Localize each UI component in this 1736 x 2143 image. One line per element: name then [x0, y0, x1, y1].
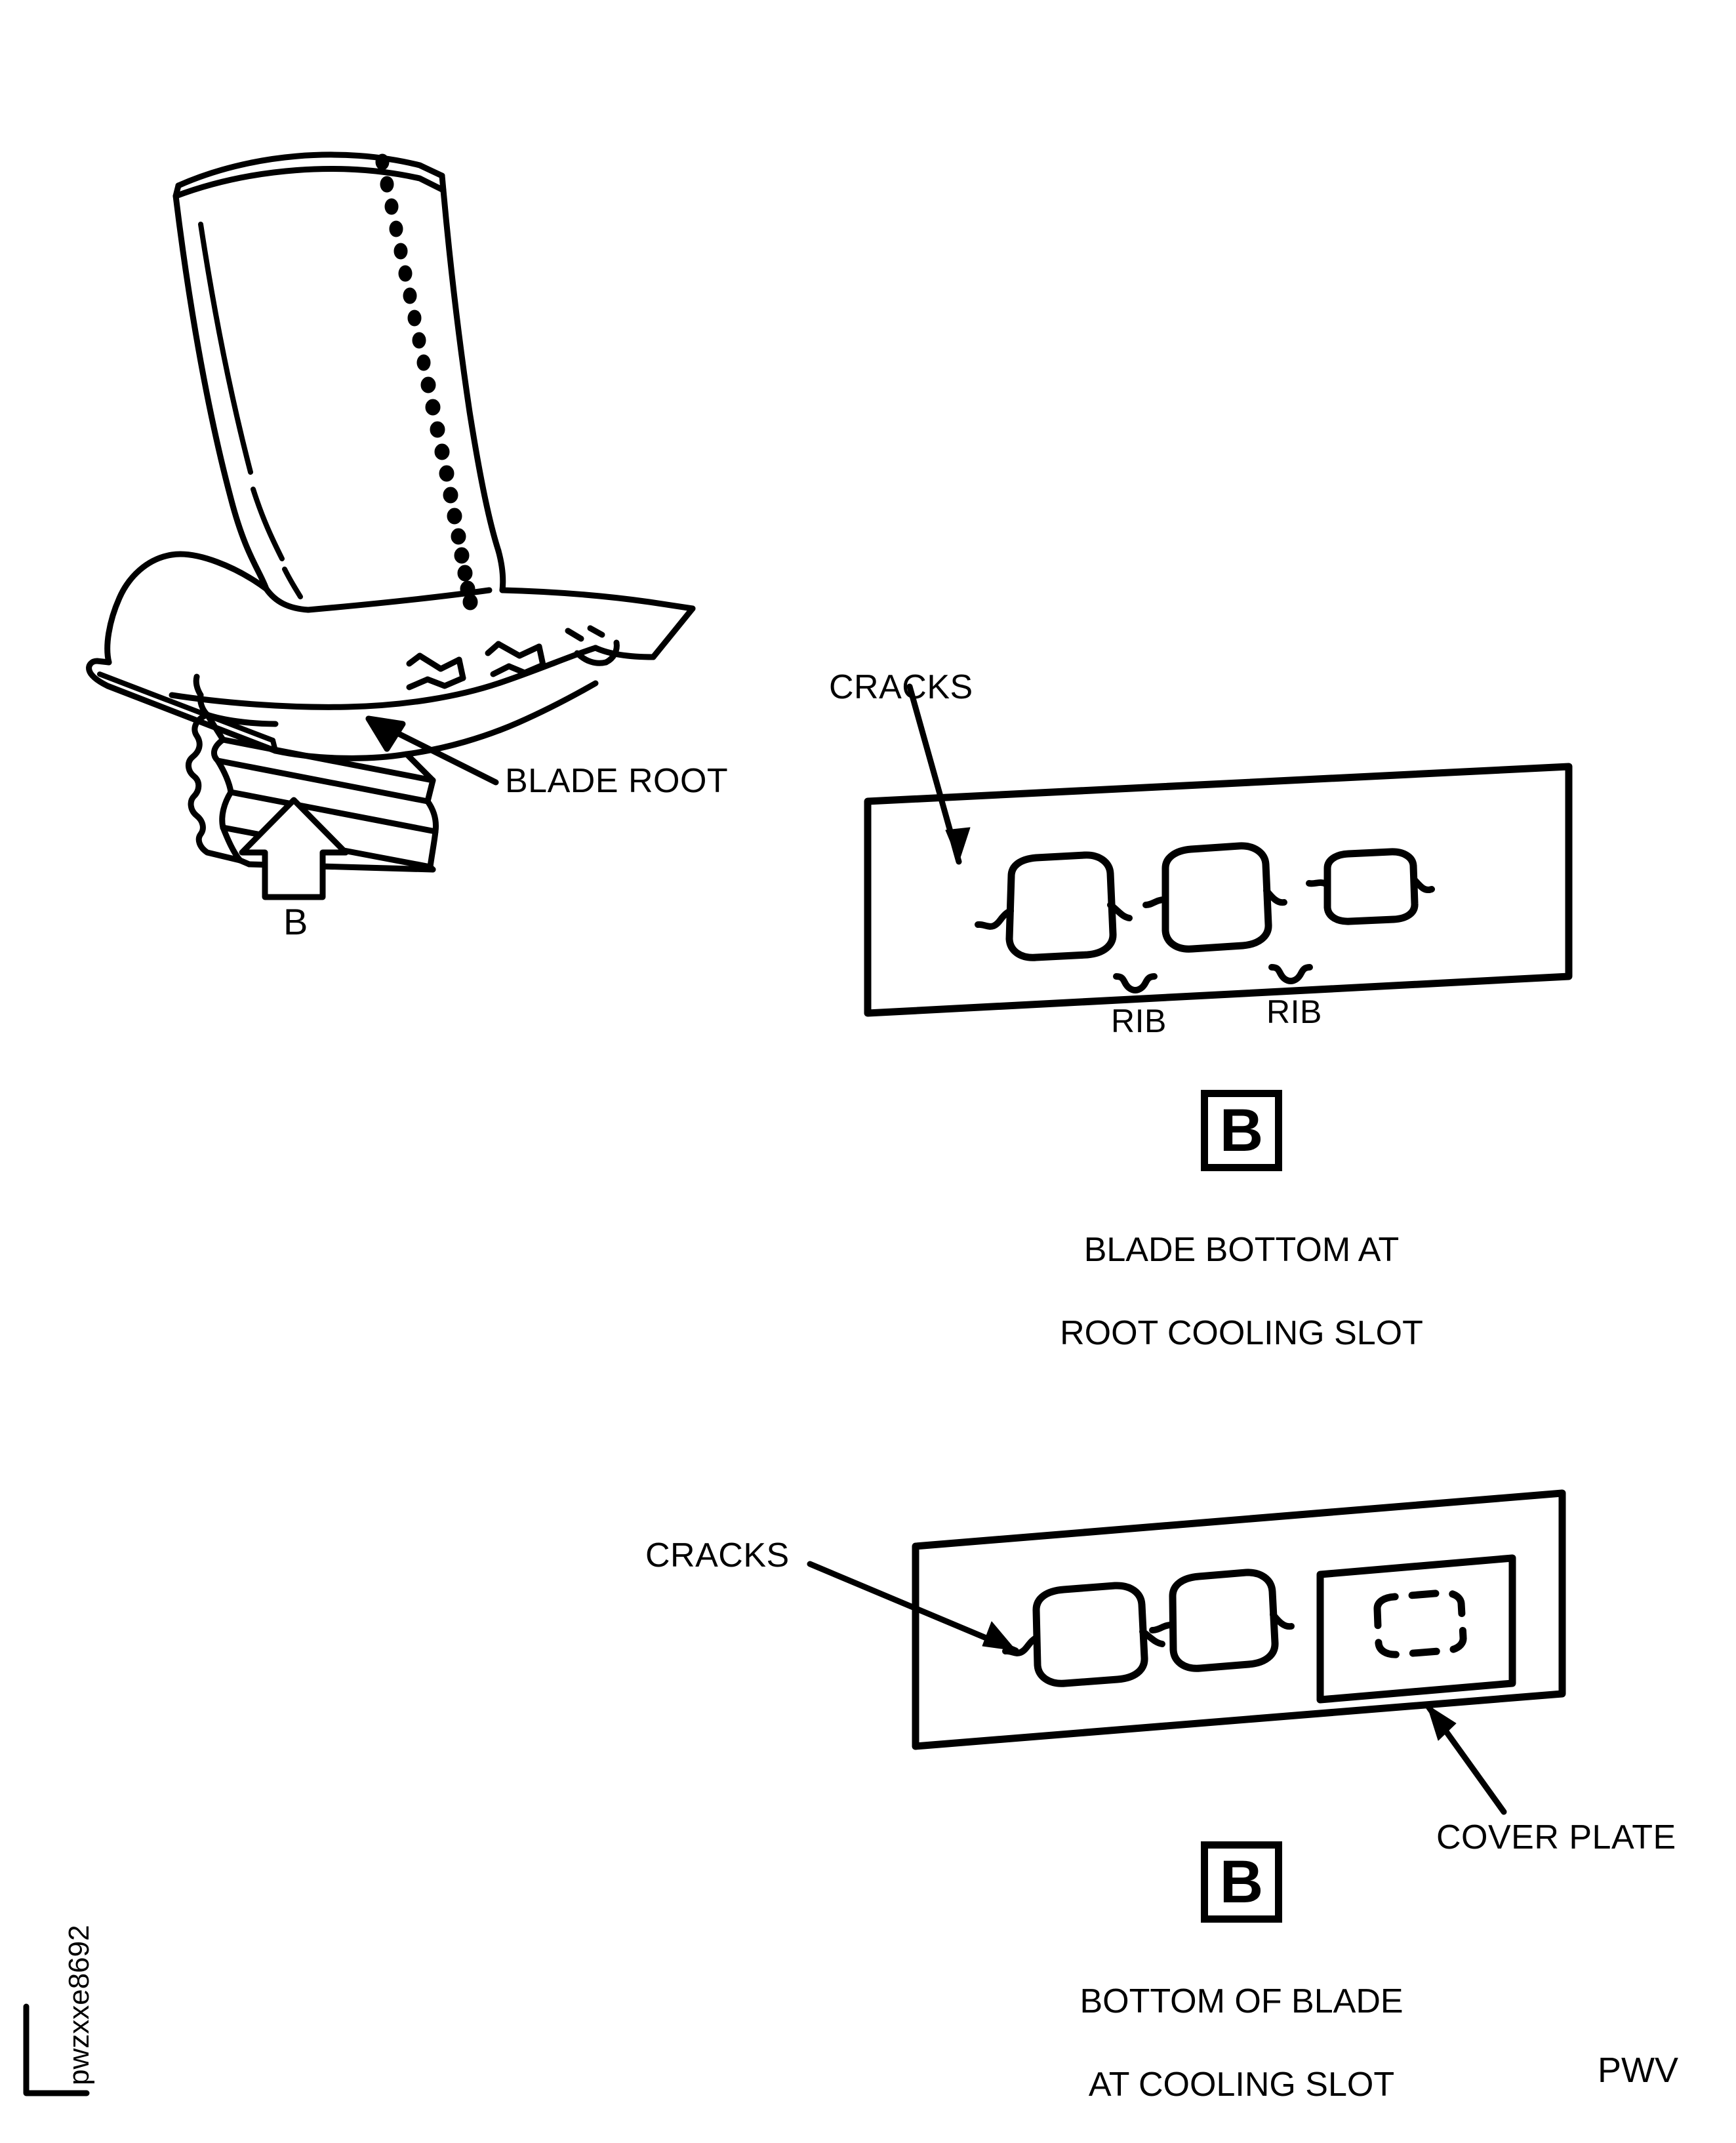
view-marker-b-top: B	[1201, 1090, 1282, 1171]
view-arrow-letter-b: B	[283, 901, 308, 942]
rib-label-2: RIB	[1266, 993, 1322, 1030]
view-direction-arrow-b	[239, 797, 349, 900]
cover-plate-label: COVER PLATE	[1436, 1818, 1676, 1856]
turbine-blade-drawing	[86, 151, 696, 873]
figure-id-code: pwzxxe8692	[63, 1925, 95, 2085]
view-marker-b-top-letter: B	[1219, 1097, 1264, 1164]
detail-top-caption-line1: BLADE BOTTOM AT	[1083, 1231, 1400, 1270]
cooling-holes	[375, 153, 478, 611]
rib-label-1: RIB	[1111, 1003, 1167, 1039]
view-marker-b-bottom-letter: B	[1219, 1849, 1264, 1915]
detail-bottom-caption: BOTTOM OF BLADE AT COOLING SLOT	[914, 1940, 1569, 2143]
corner-bracket-mark	[23, 2003, 90, 2096]
detail-top-caption-line2: ROOT COOLING SLOT	[1060, 1314, 1423, 1353]
cracks-label-bottom: CRACKS	[645, 1536, 790, 1574]
blade-root-leader	[365, 715, 499, 786]
detail-bottom-caption-line2: AT COOLING SLOT	[1088, 2066, 1395, 2104]
sheet-code: PWV	[1598, 2051, 1679, 2090]
detail-panel-bottom	[807, 1489, 1566, 1815]
detail-top-caption: BLADE BOTTOM AT ROOT COOLING SLOT	[914, 1188, 1569, 1396]
blade-root-label: BLADE ROOT	[505, 762, 729, 800]
detail-panel-top	[864, 683, 1573, 1017]
detail-bottom-caption-line1: BOTTOM OF BLADE	[1080, 1982, 1403, 2021]
cracks-label-top: CRACKS	[829, 668, 973, 706]
view-marker-b-bottom: B	[1201, 1841, 1282, 1923]
